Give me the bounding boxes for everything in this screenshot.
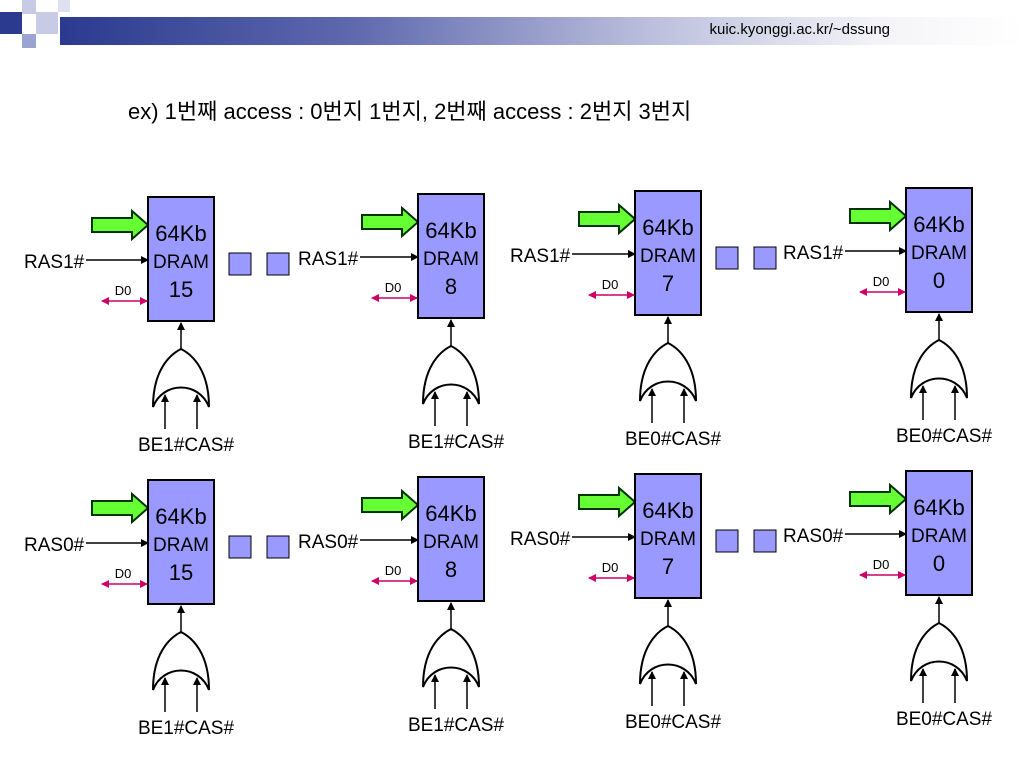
chip-number-label: 7 — [662, 554, 674, 579]
select-arrow — [91, 491, 150, 525]
data-line-label: D0 — [602, 277, 619, 292]
chip-type-label: DRAM — [423, 532, 479, 553]
chip-size-label: 64Kb — [155, 504, 206, 529]
header-bar — [0, 0, 1024, 52]
or-gate — [422, 344, 480, 405]
gate-input-label: BE1#CAS# — [138, 435, 235, 456]
chip-size-label: 64Kb — [913, 212, 964, 237]
chip-size-label: 64Kb — [425, 501, 476, 526]
select-arrow — [361, 205, 420, 239]
ras-label: RAS1# — [24, 252, 85, 273]
or-gate — [910, 338, 968, 399]
or-gate — [639, 341, 697, 402]
select-arrow — [361, 488, 420, 522]
data-line-label: D0 — [115, 566, 132, 581]
gate-input-label: BE0#CAS# — [625, 429, 722, 450]
ras-label: RAS0# — [783, 526, 844, 547]
or-gate — [422, 627, 480, 688]
dram-chip — [417, 476, 485, 602]
chip-type-label: DRAM — [153, 252, 209, 273]
select-arrow — [849, 199, 908, 233]
gate-input-label: BE0#CAS# — [896, 709, 993, 730]
data-line-label: D0 — [115, 283, 132, 298]
chip-size-label: 64Kb — [913, 495, 964, 520]
chip-type-label: DRAM — [640, 529, 696, 550]
header-square-mid — [22, 34, 36, 48]
chip-type-label: DRAM — [640, 246, 696, 267]
dram-chip — [417, 193, 485, 319]
ras-label: RAS1# — [783, 243, 844, 264]
chip-type-label: DRAM — [911, 526, 967, 547]
chip-number-label: 0 — [933, 268, 945, 293]
select-arrow — [91, 208, 150, 242]
dram-chip — [905, 470, 973, 596]
gate-input-label: BE1#CAS# — [138, 718, 235, 739]
data-line-label: D0 — [602, 560, 619, 575]
or-gate — [639, 624, 697, 685]
dram-chip — [634, 473, 702, 599]
header-square-dark — [0, 12, 22, 34]
gate-input-label: BE0#CAS# — [896, 426, 993, 447]
chip-type-label: DRAM — [153, 535, 209, 556]
header-gradient-band — [60, 17, 1024, 45]
or-gate — [910, 621, 968, 682]
chip-size-label: 64Kb — [642, 215, 693, 240]
or-gate — [152, 630, 210, 691]
ras-label: RAS0# — [510, 529, 571, 550]
chip-number-label: 8 — [445, 274, 457, 299]
header-square-mid — [58, 0, 70, 12]
gate-input-label: BE0#CAS# — [625, 712, 722, 733]
ras-label: RAS0# — [24, 535, 85, 556]
chip-number-label: 0 — [933, 551, 945, 576]
select-arrow — [578, 202, 637, 236]
dram-chip — [905, 187, 973, 313]
chip-size-label: 64Kb — [155, 221, 206, 246]
data-line-label: D0 — [873, 557, 890, 572]
ellipsis-square — [753, 529, 777, 553]
ellipsis-square — [228, 252, 252, 276]
chip-number-label: 7 — [662, 271, 674, 296]
chip-size-label: 64Kb — [642, 498, 693, 523]
ellipsis-square — [266, 252, 290, 276]
header-square-light — [22, 0, 36, 14]
dram-chip — [147, 479, 215, 605]
ellipsis-square — [753, 246, 777, 270]
chip-type-label: DRAM — [911, 243, 967, 264]
site-url: kuic.kyonggi.ac.kr/~dssung — [709, 21, 890, 38]
data-line-label: D0 — [873, 274, 890, 289]
ras-label: RAS1# — [510, 246, 571, 267]
chip-number-label: 15 — [169, 560, 193, 585]
chip-size-label: 64Kb — [425, 218, 476, 243]
gate-input-label: BE1#CAS# — [408, 432, 505, 453]
data-line-label: D0 — [385, 563, 402, 578]
slide-title: ex) 1번째 access : 0번지 1번지, 2번째 access : 2… — [128, 99, 692, 124]
ras-label: RAS1# — [298, 249, 359, 270]
ellipsis-square — [715, 529, 739, 553]
header-square-light — [36, 12, 58, 34]
chip-type-label: DRAM — [423, 249, 479, 270]
select-arrow — [849, 482, 908, 516]
data-line-label: D0 — [385, 280, 402, 295]
ras-label: RAS0# — [298, 532, 359, 553]
chip-number-label: 8 — [445, 557, 457, 582]
or-gate — [152, 347, 210, 408]
select-arrow — [578, 485, 637, 519]
ellipsis-square — [266, 535, 290, 559]
ellipsis-square — [228, 535, 252, 559]
ellipsis-square — [715, 246, 739, 270]
chip-number-label: 15 — [169, 277, 193, 302]
gate-input-label: BE1#CAS# — [408, 715, 505, 736]
dram-chip — [147, 196, 215, 322]
